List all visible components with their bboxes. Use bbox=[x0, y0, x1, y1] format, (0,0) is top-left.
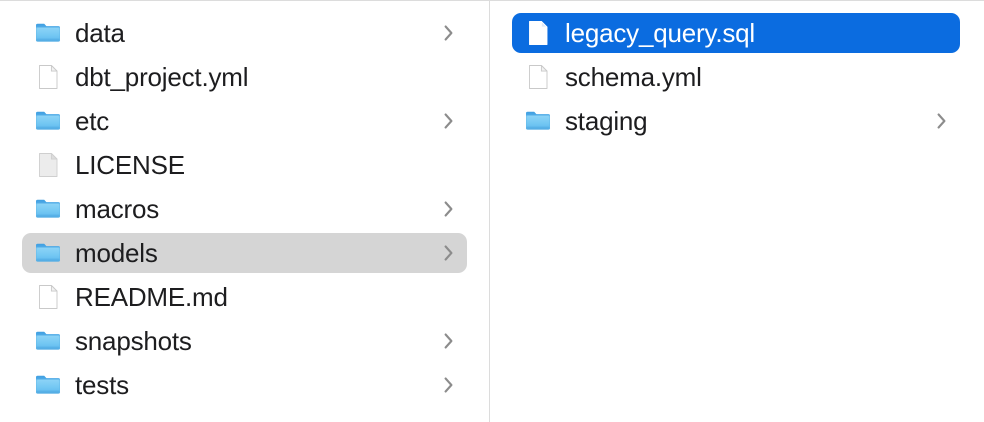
list-item-label: data bbox=[75, 18, 125, 48]
folder-icon bbox=[33, 370, 63, 400]
list-item[interactable]: README.md bbox=[22, 277, 467, 317]
document-icon bbox=[523, 62, 553, 92]
list-item[interactable]: legacy_query.sql bbox=[512, 13, 960, 53]
list-item-label: models bbox=[75, 238, 158, 268]
list-item[interactable]: data bbox=[22, 13, 467, 53]
list-item-label: legacy_query.sql bbox=[565, 18, 755, 48]
folder-icon bbox=[33, 326, 63, 356]
list-item-label: macros bbox=[75, 194, 160, 224]
list-item[interactable]: macros bbox=[22, 189, 467, 229]
folder-icon bbox=[523, 106, 553, 136]
list-item[interactable]: models bbox=[22, 233, 467, 273]
list-item[interactable]: LICENSE bbox=[22, 145, 467, 185]
chevron-right-icon[interactable] bbox=[442, 374, 455, 396]
document-icon bbox=[33, 282, 63, 312]
list-item[interactable]: dbt_project.yml bbox=[22, 57, 467, 97]
folder-icon bbox=[33, 18, 63, 48]
folder-icon bbox=[33, 106, 63, 136]
list-item-label: staging bbox=[565, 106, 648, 136]
list-item[interactable]: tests bbox=[22, 365, 467, 405]
list-item-label: LICENSE bbox=[75, 150, 185, 180]
chevron-right-icon[interactable] bbox=[442, 242, 455, 264]
document-icon bbox=[33, 62, 63, 92]
folder-icon bbox=[33, 238, 63, 268]
list-item[interactable]: snapshots bbox=[22, 321, 467, 361]
chevron-right-icon[interactable] bbox=[442, 22, 455, 44]
list-item-label: snapshots bbox=[75, 326, 192, 356]
chevron-right-icon[interactable] bbox=[442, 198, 455, 220]
list-item-label: dbt_project.yml bbox=[75, 62, 249, 92]
list-item[interactable]: schema.yml bbox=[512, 57, 960, 97]
document-icon bbox=[523, 18, 553, 48]
list-item-label: README.md bbox=[75, 282, 228, 312]
list-item[interactable]: staging bbox=[512, 101, 960, 141]
list-item-label: etc bbox=[75, 106, 110, 136]
list-item-label: schema.yml bbox=[565, 62, 702, 92]
chevron-right-icon[interactable] bbox=[442, 110, 455, 132]
chevron-right-icon[interactable] bbox=[442, 330, 455, 352]
document-plain-icon bbox=[33, 150, 63, 180]
list-item[interactable]: etc bbox=[22, 101, 467, 141]
list-item-label: tests bbox=[75, 370, 129, 400]
file-column-child: legacy_query.sql schema.yml staging bbox=[490, 1, 983, 422]
chevron-right-icon[interactable] bbox=[935, 110, 948, 132]
folder-icon bbox=[33, 194, 63, 224]
